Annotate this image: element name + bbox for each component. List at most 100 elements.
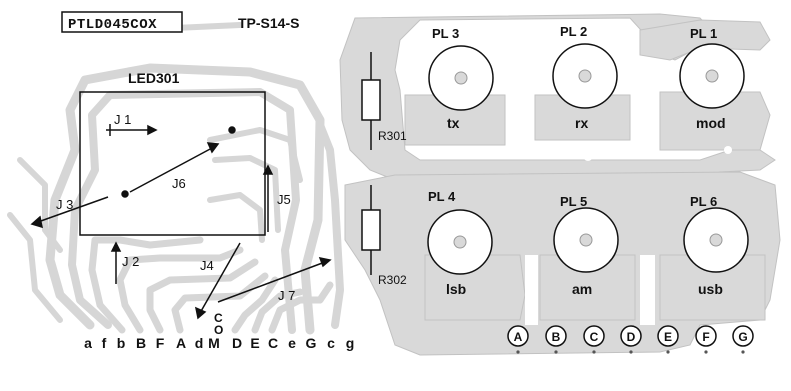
jumper-j6-line [129, 147, 213, 193]
jumper-j6-label: J6 [172, 176, 186, 191]
gap-bottom-left [525, 255, 538, 325]
connector-pl4: PL 4 lsb [427, 189, 493, 297]
trace-5 [146, 258, 259, 334]
connector-signal: rx [575, 115, 588, 131]
connector-signal: am [572, 281, 592, 297]
edge-pad-f: f [102, 335, 107, 351]
copper-gaps [510, 95, 732, 325]
edge-pad-C: C [268, 335, 278, 351]
jumper-j3-label: J 3 [56, 197, 73, 212]
trace-r3 [207, 192, 265, 243]
terminal-E-dot [666, 350, 670, 354]
terminal-G-label: G [738, 330, 747, 344]
edge-pad-e: e [288, 335, 296, 351]
terminal-G-dot [741, 350, 745, 354]
resistor-r301 [361, 52, 381, 150]
edge-pad-F: F [156, 335, 165, 351]
terminal-D-ring [620, 325, 642, 347]
jumper-j1-label: J 1 [114, 112, 131, 127]
edge-pad-D: D [232, 335, 242, 351]
trace-7 [231, 276, 279, 334]
jumper-j3-line [37, 196, 109, 223]
jumper-j2-arrow [110, 241, 122, 252]
edge-pad-g: g [346, 335, 355, 351]
edge-pad-d: d [195, 335, 204, 351]
connector-name: PL 6 [690, 194, 717, 209]
jumper-pad-2 [121, 190, 129, 198]
trace-9 [268, 281, 334, 334]
terminal-A-ring [507, 325, 529, 347]
trace-top-1 [172, 22, 243, 31]
connector-signal: usb [698, 281, 723, 297]
com-label-c: C [214, 311, 223, 325]
edge-pad-a: a [84, 335, 92, 351]
terminal-B-dot [554, 350, 558, 354]
connector-name: PL 5 [560, 194, 587, 209]
jumper-j4-arrow [194, 306, 207, 320]
terminal-D-label: D [627, 330, 636, 344]
led-outline [79, 91, 266, 236]
connector-name: PL 2 [560, 24, 587, 39]
edge-pad-b: b [117, 335, 126, 351]
trace-8 [251, 288, 304, 334]
trace-r1 [207, 127, 303, 183]
trace-3 [88, 236, 204, 334]
trace-6 [171, 272, 269, 334]
connector-pin [705, 69, 719, 83]
jumper-j2-label: J 2 [122, 254, 139, 269]
copper-left [7, 22, 344, 335]
trace-outer-1 [45, 63, 325, 335]
edge-pad-c: c [327, 335, 335, 351]
connector-pl2: PL 2 rx [552, 24, 618, 131]
terminal-A-label: A [514, 330, 523, 344]
via-hole-center [583, 151, 593, 161]
connector-pl5: PL 5 am [553, 194, 619, 297]
gap-top-right [635, 95, 655, 150]
terminal-C-dot [592, 350, 596, 354]
edge-pad-B: B [136, 335, 146, 351]
jumper-j5-label: J5 [277, 192, 291, 207]
connector-name: PL 4 [428, 189, 456, 204]
trace-outer-2 [68, 88, 300, 334]
connector-signal: mod [696, 115, 726, 131]
jumper-j4-label: J4 [200, 258, 214, 273]
jumper-j7-arrow [318, 256, 332, 268]
terminal-F-ring [695, 325, 717, 347]
jumper-j3-arrow [30, 215, 43, 229]
jumper-j5-arrow [262, 164, 274, 175]
trace-4 [116, 246, 244, 334]
jumpers [30, 124, 332, 320]
connector-signal: lsb [446, 281, 466, 297]
jumper-pad-1 [228, 126, 236, 134]
gap-top-left [510, 95, 530, 150]
terminal-D-dot [629, 350, 633, 354]
connector-pin [578, 69, 592, 83]
connector-pl6: PL 6 usb [683, 194, 749, 297]
connector-signal: tx [447, 115, 460, 131]
jumper-j1-arrow [147, 124, 158, 136]
resistor-r302-label: R302 [378, 273, 407, 287]
terminal-B-ring [545, 325, 567, 347]
terminal-A-dot [516, 350, 520, 354]
connector-pin [454, 71, 468, 85]
trace-r2 [212, 155, 281, 233]
jumper-j7-label: J 7 [278, 288, 295, 303]
jumper-j7-line [217, 261, 326, 303]
com-label-o: O [214, 323, 223, 337]
jumper-j4-line [199, 242, 241, 314]
trace-left-1 [17, 157, 63, 253]
edge-pad-A: A [176, 335, 186, 351]
edge-pad-G: G [306, 335, 317, 351]
terminal-C-ring [583, 325, 605, 347]
board-code: TP-S14-S [238, 15, 299, 31]
connector-name: PL 3 [432, 26, 459, 41]
connector-pin [579, 233, 593, 247]
connector-pl1: PL 1 mod [679, 26, 745, 131]
resistor-r302 [361, 185, 381, 275]
led-label: LED301 [128, 70, 180, 86]
board-id-box [61, 11, 183, 33]
terminal-F-dot [704, 350, 708, 354]
terminal-E-ring [657, 325, 679, 347]
